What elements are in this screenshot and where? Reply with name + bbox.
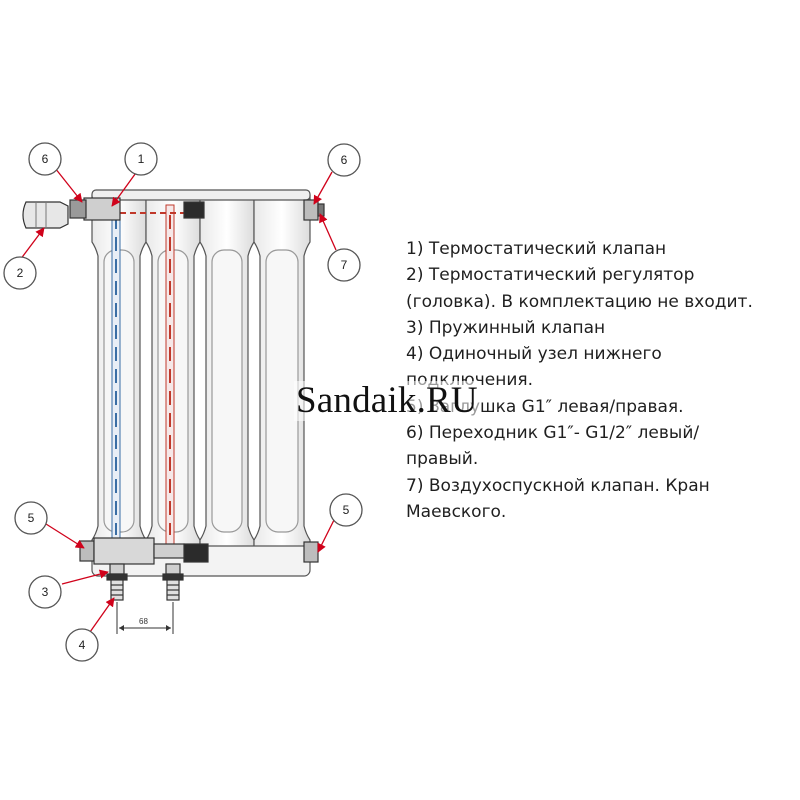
- callout-5-left: [14, 501, 48, 535]
- legend-line: правый.: [406, 449, 479, 470]
- bottom-connection-node: [106, 563, 184, 601]
- callout-6-left-label: 6: [42, 152, 49, 166]
- legend-line: 4) Одиночный узел нижнего: [406, 344, 662, 365]
- dimension-68: [116, 602, 174, 634]
- callout-3: [28, 575, 62, 609]
- callout-6-right-label: 6: [341, 153, 348, 167]
- thermostatic-head: [22, 201, 69, 229]
- legend-line: 3) Пружинный клапан: [406, 317, 606, 338]
- callout-numbers: 6 1 6 2 7 5 5 3 4: [17, 152, 350, 652]
- radiator-sections: [91, 189, 311, 577]
- callout-5-right-label: 5: [343, 503, 350, 517]
- legend-line: 2) Термостатический регулятор: [406, 265, 695, 286]
- legend-line: 6) Переходник G1″- G1/2″ левый/: [406, 423, 700, 444]
- legend-line: 1) Термостатический клапан: [406, 239, 667, 259]
- watermark: Sandaik.RU: [294, 380, 480, 421]
- callout-7: [327, 248, 361, 282]
- callout-3-label: 3: [42, 585, 49, 599]
- callout-6-right: [327, 143, 361, 177]
- dimension-label: 68: [139, 617, 148, 626]
- callout-1: [124, 142, 158, 176]
- legend-line: (головка). В комплектацию не входит.: [406, 291, 753, 312]
- top-fittings: [69, 197, 325, 221]
- callout-2-label: 2: [17, 266, 24, 280]
- callout-1-label: 1: [138, 152, 145, 166]
- callout-4-label: 4: [79, 638, 86, 652]
- callout-7-label: 7: [341, 258, 348, 272]
- callout-4: [65, 628, 99, 662]
- callout-arrows: [19, 167, 337, 633]
- callout-circles: [3, 142, 363, 662]
- callout-5-right: [329, 493, 363, 527]
- legend-line: Маевского.: [406, 501, 507, 522]
- callout-5-left-label: 5: [28, 511, 35, 525]
- legend-line: 7) Воздухоспускной клапан. Кран: [406, 475, 710, 496]
- callout-2: [3, 256, 37, 290]
- callout-6-left: [28, 142, 62, 176]
